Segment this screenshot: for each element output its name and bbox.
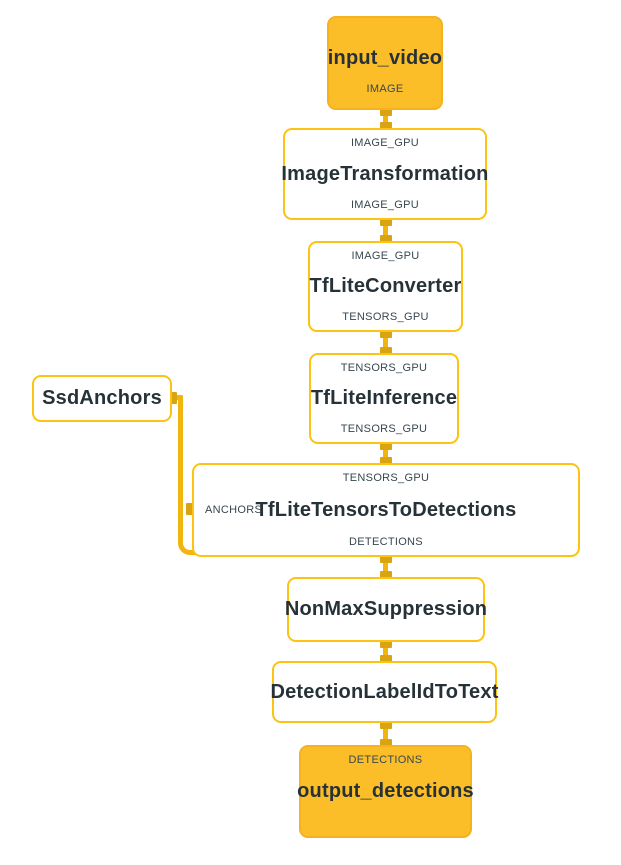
output-port-label: DETECTIONS xyxy=(349,536,423,548)
edge-image-transformation-to-tflite-converter xyxy=(383,220,388,241)
side-port-label: ANCHORS xyxy=(205,504,263,516)
node-tflite-converter[interactable]: IMAGE_GPU TfLiteConverter TENSORS_GPU xyxy=(308,241,463,332)
output-port-label: TENSORS_GPU xyxy=(340,423,428,435)
edge-detection-label-to-output-detections xyxy=(383,723,388,745)
output-port-label: TENSORS_GPU xyxy=(342,311,429,323)
node-title: NonMaxSuppression xyxy=(284,598,488,620)
edge-ssd-anchors-vertical xyxy=(178,395,183,543)
node-ssd-anchors[interactable]: SsdAnchors xyxy=(32,375,172,422)
node-tflite-inference[interactable]: TENSORS_GPU TfLiteInference TENSORS_GPU xyxy=(309,353,459,444)
node-image-transformation[interactable]: IMAGE_GPU ImageTransformation IMAGE_GPU xyxy=(281,128,489,220)
node-detection-label-id-to-text[interactable]: DetectionLabelIdToText xyxy=(270,661,499,723)
node-output-detections[interactable]: DETECTIONS output_detections xyxy=(297,745,474,838)
node-title: output_detections xyxy=(297,780,474,802)
edge-non-max-suppression-to-detection-label xyxy=(383,642,388,661)
node-title: TfLiteTensorsToDetections xyxy=(255,498,517,521)
input-port-label: TENSORS_GPU xyxy=(342,472,430,484)
node-tflite-tensors-to-detections[interactable]: TENSORS_GPU ANCHORS TfLiteTensorsToDetec… xyxy=(192,463,580,557)
node-title: ImageTransformation xyxy=(281,162,489,185)
node-title: TfLiteInference xyxy=(310,387,458,409)
node-title: input_video xyxy=(327,46,443,69)
edge-input-video-to-image-transformation xyxy=(383,110,388,128)
input-port-label: TENSORS_GPU xyxy=(340,362,428,374)
input-port-label: IMAGE_GPU xyxy=(350,137,420,149)
edge-tensors-to-detections-to-non-max-suppression xyxy=(383,557,388,577)
node-title: DetectionLabelIdToText xyxy=(270,680,499,703)
node-title: TfLiteConverter xyxy=(309,275,462,297)
node-non-max-suppression[interactable]: NonMaxSuppression xyxy=(284,577,488,642)
edge-ssd-anchors-corner xyxy=(178,538,196,555)
output-port-label: IMAGE xyxy=(366,83,404,95)
input-port-label: IMAGE_GPU xyxy=(351,250,420,262)
output-port-label: IMAGE_GPU xyxy=(350,199,420,211)
edge-tflite-converter-to-tflite-inference xyxy=(383,332,388,353)
node-title: SsdAnchors xyxy=(42,387,162,409)
input-port-label: DETECTIONS xyxy=(348,754,423,766)
node-input-video[interactable]: input_video IMAGE xyxy=(327,16,443,110)
edge-tflite-inference-to-tensors-to-detections xyxy=(383,444,388,463)
